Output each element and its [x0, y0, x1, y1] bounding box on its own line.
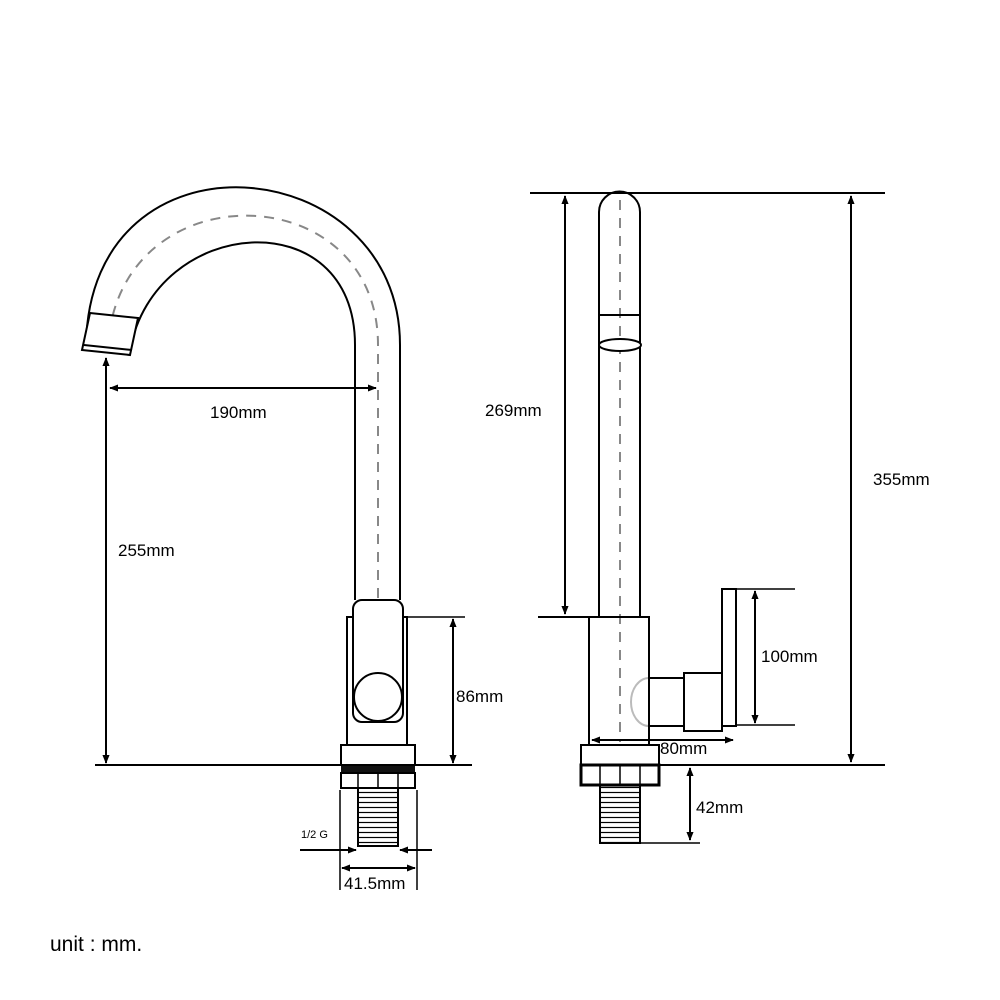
label-thread-length: 42mm: [696, 798, 743, 817]
base-nut-front: [341, 765, 415, 773]
label-spout-height: 255mm: [118, 541, 175, 560]
front-view: 190mm 255mm 86mm 1/2 G 41.5mm: [80, 186, 503, 893]
label-base-diameter: 41.5mm: [344, 874, 405, 893]
label-body-height: 86mm: [456, 687, 503, 706]
base-ring-front: [340, 744, 416, 766]
label-thread: 1/2 G: [301, 829, 328, 841]
handle-stem-side: [648, 677, 685, 727]
handle-collar-side: [683, 672, 723, 732]
label-handle-height: 100mm: [761, 647, 818, 666]
spout-tip-nozzle: [80, 311, 140, 357]
spout-centerline: [107, 214, 379, 598]
label-total-height: 355mm: [873, 470, 930, 489]
spout-outer-curve: [85, 186, 401, 600]
base-ring-side: [580, 744, 660, 766]
spout-tip-line: [83, 344, 133, 351]
handle-boss-side: [630, 677, 650, 727]
spout-tube-side: [598, 190, 641, 617]
threaded-shank-front: [357, 787, 399, 847]
unit-note: unit : mm.: [50, 933, 143, 956]
spout-inner-curve: [129, 241, 356, 600]
handle-lever-side: [721, 588, 737, 727]
aerator-ring-side: [598, 338, 642, 352]
label-spout-height-side: 269mm: [485, 401, 542, 420]
label-handle-depth: 80mm: [660, 739, 707, 758]
threaded-shank-side: [599, 784, 641, 844]
label-spout-reach: 190mm: [210, 403, 267, 422]
handle-knob-front: [353, 672, 403, 722]
side-view: 269mm 355mm 100mm 80mm 42mm: [485, 190, 930, 844]
